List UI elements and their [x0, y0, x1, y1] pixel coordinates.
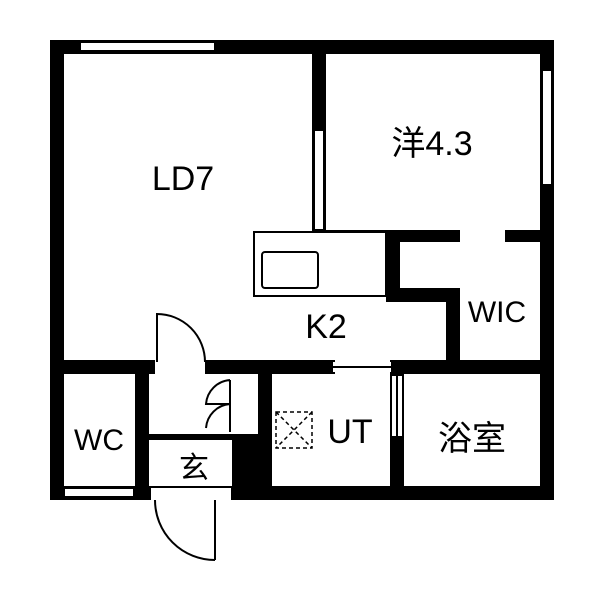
washer-space-diag-2: [275, 411, 313, 449]
room-label-entrance: 玄: [179, 452, 209, 485]
window-ld-top: [79, 41, 216, 52]
room-label-bath: 浴室: [438, 420, 506, 458]
door-openings: [151, 362, 402, 500]
fixtures: [253, 231, 387, 449]
room-label-living: LD7: [152, 160, 214, 198]
wall-mid-center: [205, 360, 335, 374]
shoe-box: [232, 434, 262, 486]
washer-space-diag-1: [275, 411, 313, 449]
window-interior-ld: [313, 129, 325, 231]
wall-mid-right: [390, 360, 554, 374]
wall-wic-left: [446, 288, 460, 364]
ld-door-swing: [156, 312, 206, 363]
front-door-opening: [151, 488, 231, 500]
wall-wic-notch-v: [386, 230, 400, 302]
wall-entrance-right: [258, 374, 272, 486]
kitchen-sink: [261, 251, 319, 289]
room-label-utility: UT: [327, 413, 372, 451]
window-western-right: [541, 69, 553, 186]
window-wc: [63, 487, 135, 498]
room-label-kitchen: K2: [305, 308, 347, 346]
room-label-western: 洋4.3: [391, 125, 472, 163]
wall-wc-right: [135, 360, 149, 500]
wall-left: [50, 40, 64, 500]
room-label-toilet: WC: [74, 424, 124, 457]
wall-wic-notch-h: [386, 288, 460, 302]
door-swings: [154, 312, 231, 561]
front-door-swing: [154, 499, 216, 561]
room-labels: LD7 洋4.3 K2 WIC WC 玄 UT 浴室: [74, 125, 526, 485]
wall-entrance-step: [149, 434, 239, 440]
room-label-closet: WIC: [468, 296, 526, 329]
windows: [63, 41, 553, 498]
wc-door-swing: [204, 379, 231, 432]
wall-western-bottom-right: [505, 230, 545, 242]
wall-mid-left: [50, 360, 155, 374]
